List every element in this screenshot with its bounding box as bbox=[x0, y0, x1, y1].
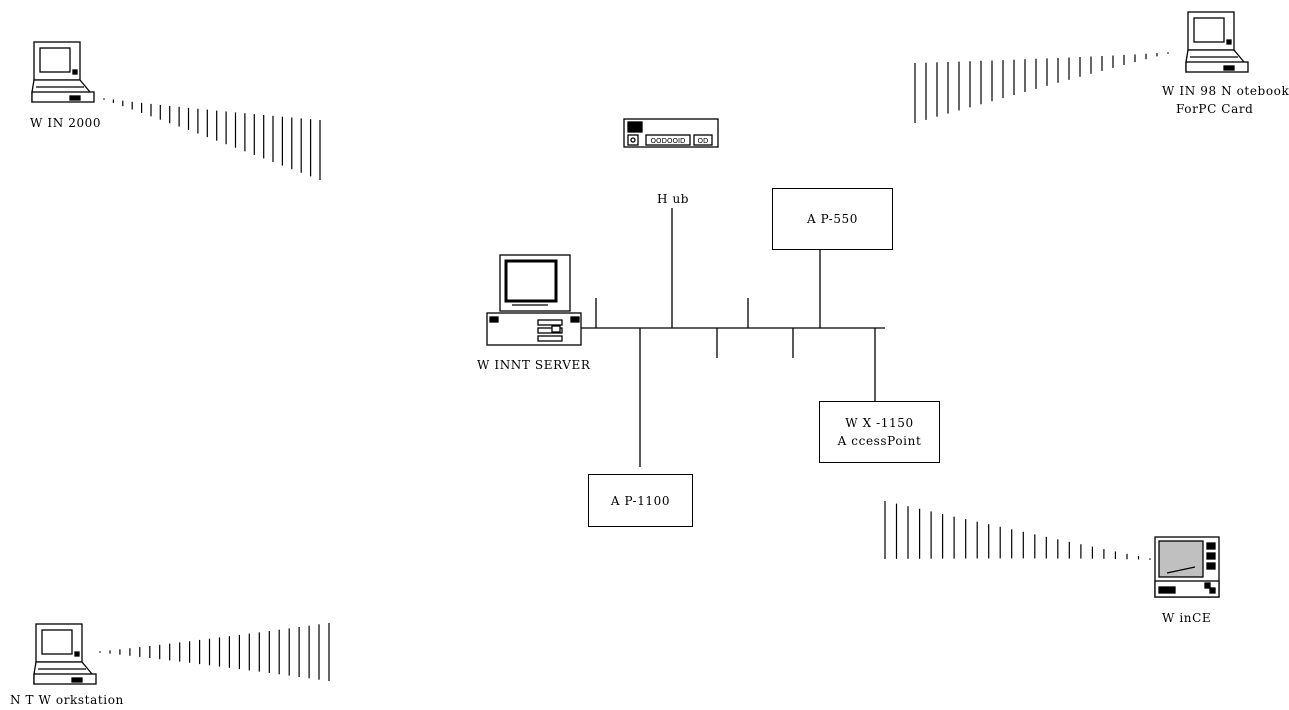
svg-text:OODOOID: OODOOID bbox=[651, 137, 686, 145]
handheld-pc-icon bbox=[1154, 536, 1220, 598]
win2000-label: W IN 2000 bbox=[30, 116, 102, 130]
wx-1150-label-line2: A ccessPoint bbox=[837, 434, 922, 448]
svg-text:OD: OD bbox=[698, 137, 709, 145]
nt-workstation-label: N T W orkstation bbox=[10, 693, 124, 707]
wireless-signal-win98 bbox=[914, 52, 1169, 123]
wireless-signal-wince bbox=[884, 501, 1151, 560]
network-backbone bbox=[580, 208, 885, 467]
wireless-signal-win2000 bbox=[103, 98, 321, 180]
ap-550-box: A P-550 bbox=[772, 188, 893, 250]
ap-550-label: A P-550 bbox=[806, 212, 859, 226]
ap-1100-box: A P-1100 bbox=[588, 474, 693, 527]
laptop-icon bbox=[33, 623, 97, 685]
wx-1150-box: W X -1150 A ccessPoint bbox=[819, 401, 940, 463]
win98-label-line2: ForPC Card bbox=[1176, 102, 1254, 116]
laptop-icon bbox=[1185, 11, 1249, 73]
wx-1150-label-line1: W X -1150 bbox=[845, 416, 914, 430]
hub-label: H ub bbox=[657, 192, 690, 206]
win98-label-line1: W IN 98 N otebook bbox=[1162, 84, 1289, 98]
server-computer-icon bbox=[486, 254, 582, 346]
ap-1100-label: A P-1100 bbox=[610, 493, 671, 508]
wince-label: W inCE bbox=[1162, 611, 1212, 625]
hub-icon: OODOOID OD bbox=[623, 118, 719, 148]
wireless-signal-nt-workstation bbox=[99, 623, 330, 681]
server-label: W INNT SERVER bbox=[477, 358, 591, 372]
laptop-icon bbox=[31, 41, 95, 103]
